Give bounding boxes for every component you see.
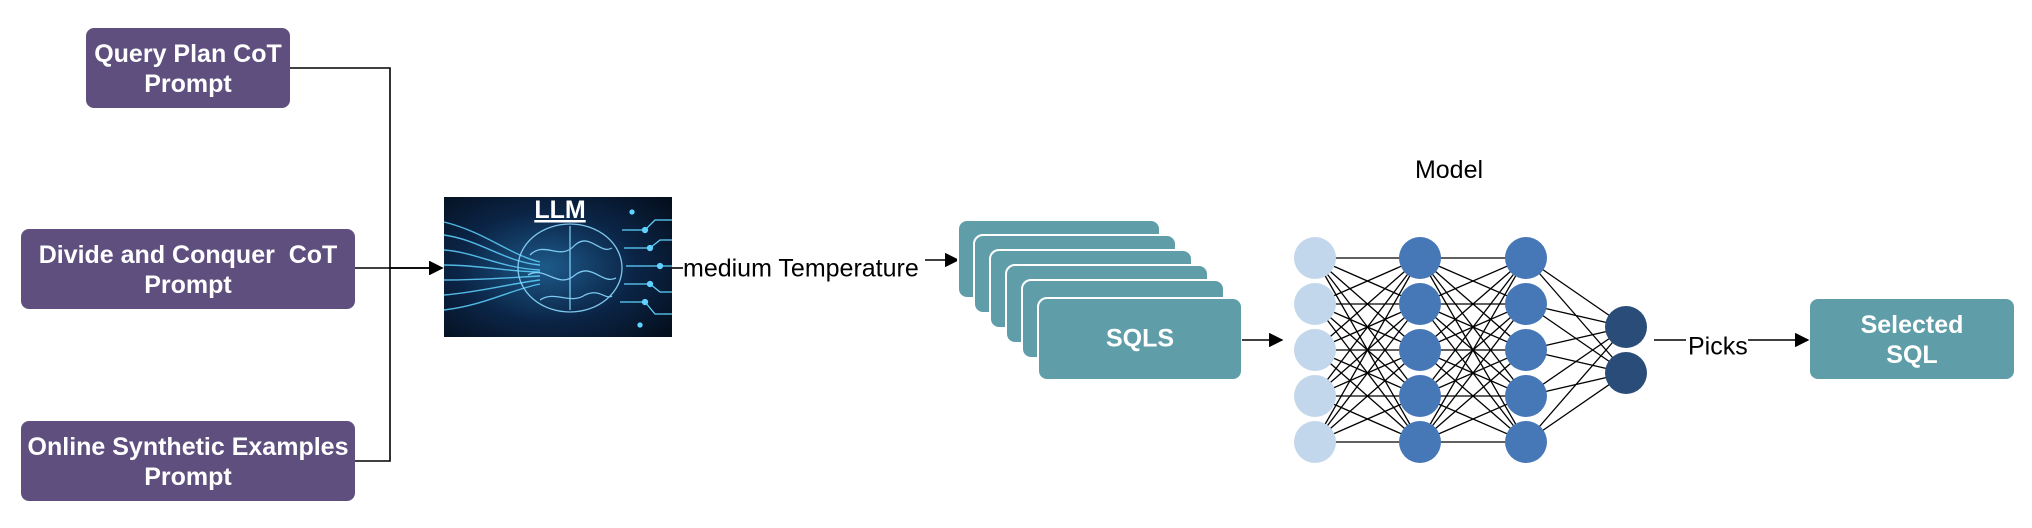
network-node-output bbox=[1605, 306, 1647, 348]
connector-prompt-3 bbox=[355, 260, 444, 462]
prompt-online-synthetic-examples: Online Synthetic Examples Prompt bbox=[21, 421, 355, 501]
prompt-label-line1: Query Plan CoT bbox=[94, 40, 282, 68]
output-box bbox=[1810, 299, 2014, 379]
network-edge bbox=[1419, 349, 1527, 443]
network-edge bbox=[1419, 257, 1527, 443]
prompt-label-line1: Divide and Conquer CoT bbox=[39, 241, 338, 269]
network-edge bbox=[1419, 303, 1527, 443]
network-node-hidden bbox=[1399, 283, 1441, 325]
selected-sql-box: Selected SQL bbox=[1810, 299, 2014, 379]
network-node-input bbox=[1294, 237, 1336, 279]
network-edge bbox=[1314, 349, 1421, 443]
network-node-hidden bbox=[1399, 237, 1441, 279]
network-edges bbox=[1314, 257, 1627, 443]
network-node-hidden bbox=[1505, 283, 1547, 325]
prompt-label-line1: Online Synthetic Examples bbox=[28, 433, 349, 461]
temperature-label: medium Temperature bbox=[683, 255, 919, 283]
network-node-hidden bbox=[1505, 329, 1547, 371]
network-edge bbox=[1419, 257, 1527, 351]
network-node-input bbox=[1294, 375, 1336, 417]
network-edge bbox=[1314, 257, 1421, 397]
output-label-line1: Selected bbox=[1861, 311, 1964, 339]
sqls-label: SQLS bbox=[1106, 325, 1174, 353]
circuit-lines bbox=[620, 209, 672, 328]
output-label-line2: SQL bbox=[1886, 341, 1937, 369]
network-nodes bbox=[1294, 237, 1647, 463]
prompt-label-line2: Prompt bbox=[144, 463, 232, 491]
network-node-input bbox=[1294, 421, 1336, 463]
brain-shape bbox=[517, 223, 623, 313]
network-node-hidden bbox=[1505, 237, 1547, 279]
prompt-box bbox=[86, 28, 290, 108]
network-edge bbox=[1525, 326, 1627, 443]
network-edge bbox=[1419, 257, 1527, 397]
network-edge bbox=[1314, 257, 1421, 351]
picks-label: Picks bbox=[1688, 333, 1748, 361]
prompt-box bbox=[21, 421, 355, 501]
prompt-query-plan-cot: Query Plan CoT Prompt bbox=[86, 28, 290, 108]
network-node-input bbox=[1294, 329, 1336, 371]
prompt-label-line2: Prompt bbox=[144, 70, 232, 98]
network-node-input bbox=[1294, 283, 1336, 325]
llm-image: LLM bbox=[443, 196, 672, 337]
network-node-hidden bbox=[1505, 375, 1547, 417]
network-edge bbox=[1314, 257, 1421, 443]
llm-label: LLM bbox=[534, 196, 585, 224]
model-title: Model bbox=[1415, 156, 1483, 184]
network-node-hidden bbox=[1399, 329, 1441, 371]
prompt-box bbox=[21, 229, 355, 309]
network-node-output bbox=[1605, 352, 1647, 394]
neural-stream-lines bbox=[443, 221, 541, 311]
network-edge bbox=[1314, 303, 1421, 443]
prompt-divide-and-conquer-cot: Divide and Conquer CoT Prompt bbox=[21, 229, 355, 309]
prompt-label-line2: Prompt bbox=[144, 271, 232, 299]
network-node-hidden bbox=[1399, 421, 1441, 463]
sqls-card bbox=[1037, 297, 1243, 381]
network-node-hidden bbox=[1505, 421, 1547, 463]
network-node-hidden bbox=[1399, 375, 1441, 417]
sqls-stack: SQLS bbox=[957, 219, 1243, 381]
model-network bbox=[1294, 237, 1647, 463]
